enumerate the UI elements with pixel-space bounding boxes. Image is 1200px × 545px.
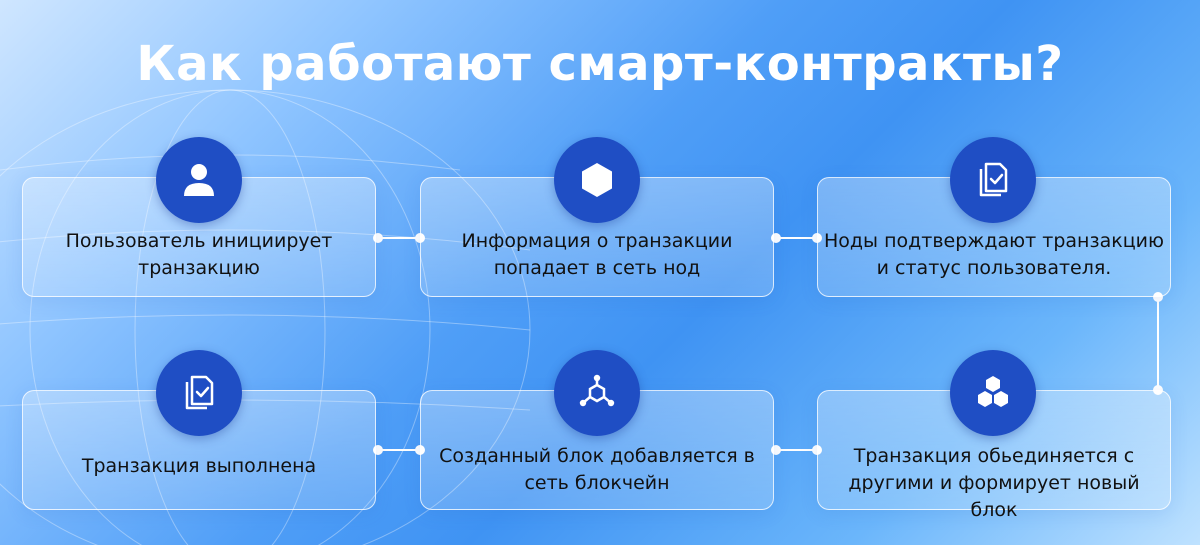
step-6-text: Транзакция выполнена bbox=[81, 455, 317, 477]
step-1-icon-badge bbox=[156, 137, 242, 223]
step-5-icon-badge bbox=[554, 350, 640, 436]
document-check-icon bbox=[979, 162, 1008, 197]
blockchain-network-icon bbox=[579, 374, 615, 407]
document-check-icon bbox=[185, 375, 214, 410]
step-2-text: Информация о транзакции попадает в сеть … bbox=[461, 230, 733, 279]
step-4-icon-badge bbox=[950, 350, 1036, 436]
page-title: Как работают смарт-контракты? bbox=[136, 36, 1064, 92]
step-3-text: Ноды подтверждают транзакцию и статус по… bbox=[824, 230, 1164, 279]
hexagon-cluster-icon bbox=[978, 376, 1008, 407]
user-icon bbox=[184, 164, 214, 196]
step-6-icon-badge bbox=[156, 350, 242, 436]
step-1-text: Пользователь инициирует транзакцию bbox=[65, 230, 333, 279]
step-3-icon-badge bbox=[950, 137, 1036, 223]
step-2-icon-badge bbox=[554, 137, 640, 223]
step-5-text: Созданный блок добавляется в сеть блокче… bbox=[439, 445, 755, 494]
step-4-text: Транзакция обьединяется с другими и форм… bbox=[848, 445, 1140, 521]
hexagon-icon bbox=[582, 163, 612, 197]
